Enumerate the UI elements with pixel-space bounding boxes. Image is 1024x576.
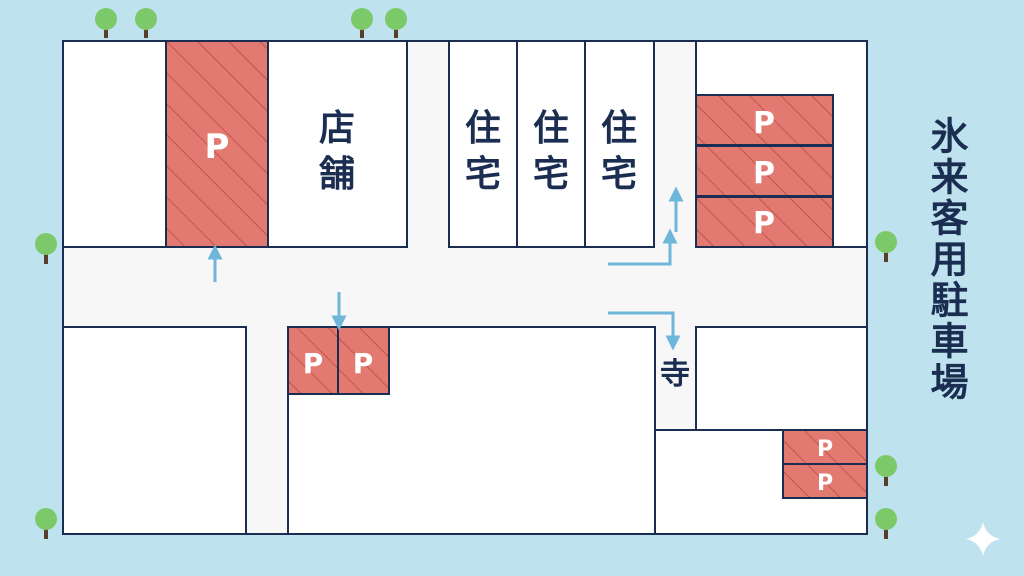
house-3-label-2: 宅 — [601, 153, 637, 195]
arrow-turn-up — [608, 228, 678, 266]
tree-icon — [875, 508, 897, 539]
lot-bottom-left — [62, 326, 247, 535]
tree-icon — [135, 8, 157, 38]
house-1-label-2: 宅 — [465, 153, 501, 195]
parking-big-label: P — [205, 127, 230, 167]
house-1-label-1: 住 — [465, 108, 501, 149]
house-1 — [448, 40, 518, 248]
parking-mid-1-label: P — [303, 347, 324, 380]
parking-small-2-label: P — [817, 471, 833, 496]
tree-icon — [35, 233, 57, 264]
tree-icon — [35, 508, 57, 539]
parking-right-3-label: P — [753, 206, 775, 241]
parking-small-1-label: P — [817, 437, 833, 462]
parking-mid-2[interactable] — [337, 326, 390, 395]
parking-small-2[interactable] — [782, 463, 868, 499]
parking-right-1[interactable] — [695, 94, 834, 146]
parking-right-1-label: P — [753, 106, 775, 141]
tree-icon — [385, 8, 407, 38]
tree-icon — [95, 8, 117, 38]
map-title: 氷来客用駐車場 — [924, 116, 968, 403]
tree-icon — [875, 455, 897, 486]
house-2-label-1: 住 — [533, 108, 569, 149]
store-label-1: 店 — [319, 108, 355, 149]
store-label-2: 舗 — [318, 154, 355, 195]
temple-label: 寺 — [660, 357, 690, 392]
parking-right-3[interactable] — [695, 196, 834, 248]
tree-icon — [875, 231, 897, 262]
house-3-label-1: 住 — [601, 108, 637, 149]
arrow-turn-down — [608, 311, 681, 351]
parking-right-2-label: P — [753, 156, 775, 191]
lot-right-middle — [695, 326, 868, 431]
parking-mid-1[interactable] — [287, 326, 339, 395]
lot-top-left — [62, 40, 167, 248]
parking-mid-2-label: P — [353, 347, 374, 380]
sparkle-icon — [966, 522, 1000, 556]
house-3 — [584, 40, 655, 248]
house-2-label-2: 宅 — [533, 153, 569, 195]
store-building — [267, 40, 408, 248]
tree-icon — [351, 8, 373, 38]
parking-right-2[interactable] — [695, 145, 834, 197]
